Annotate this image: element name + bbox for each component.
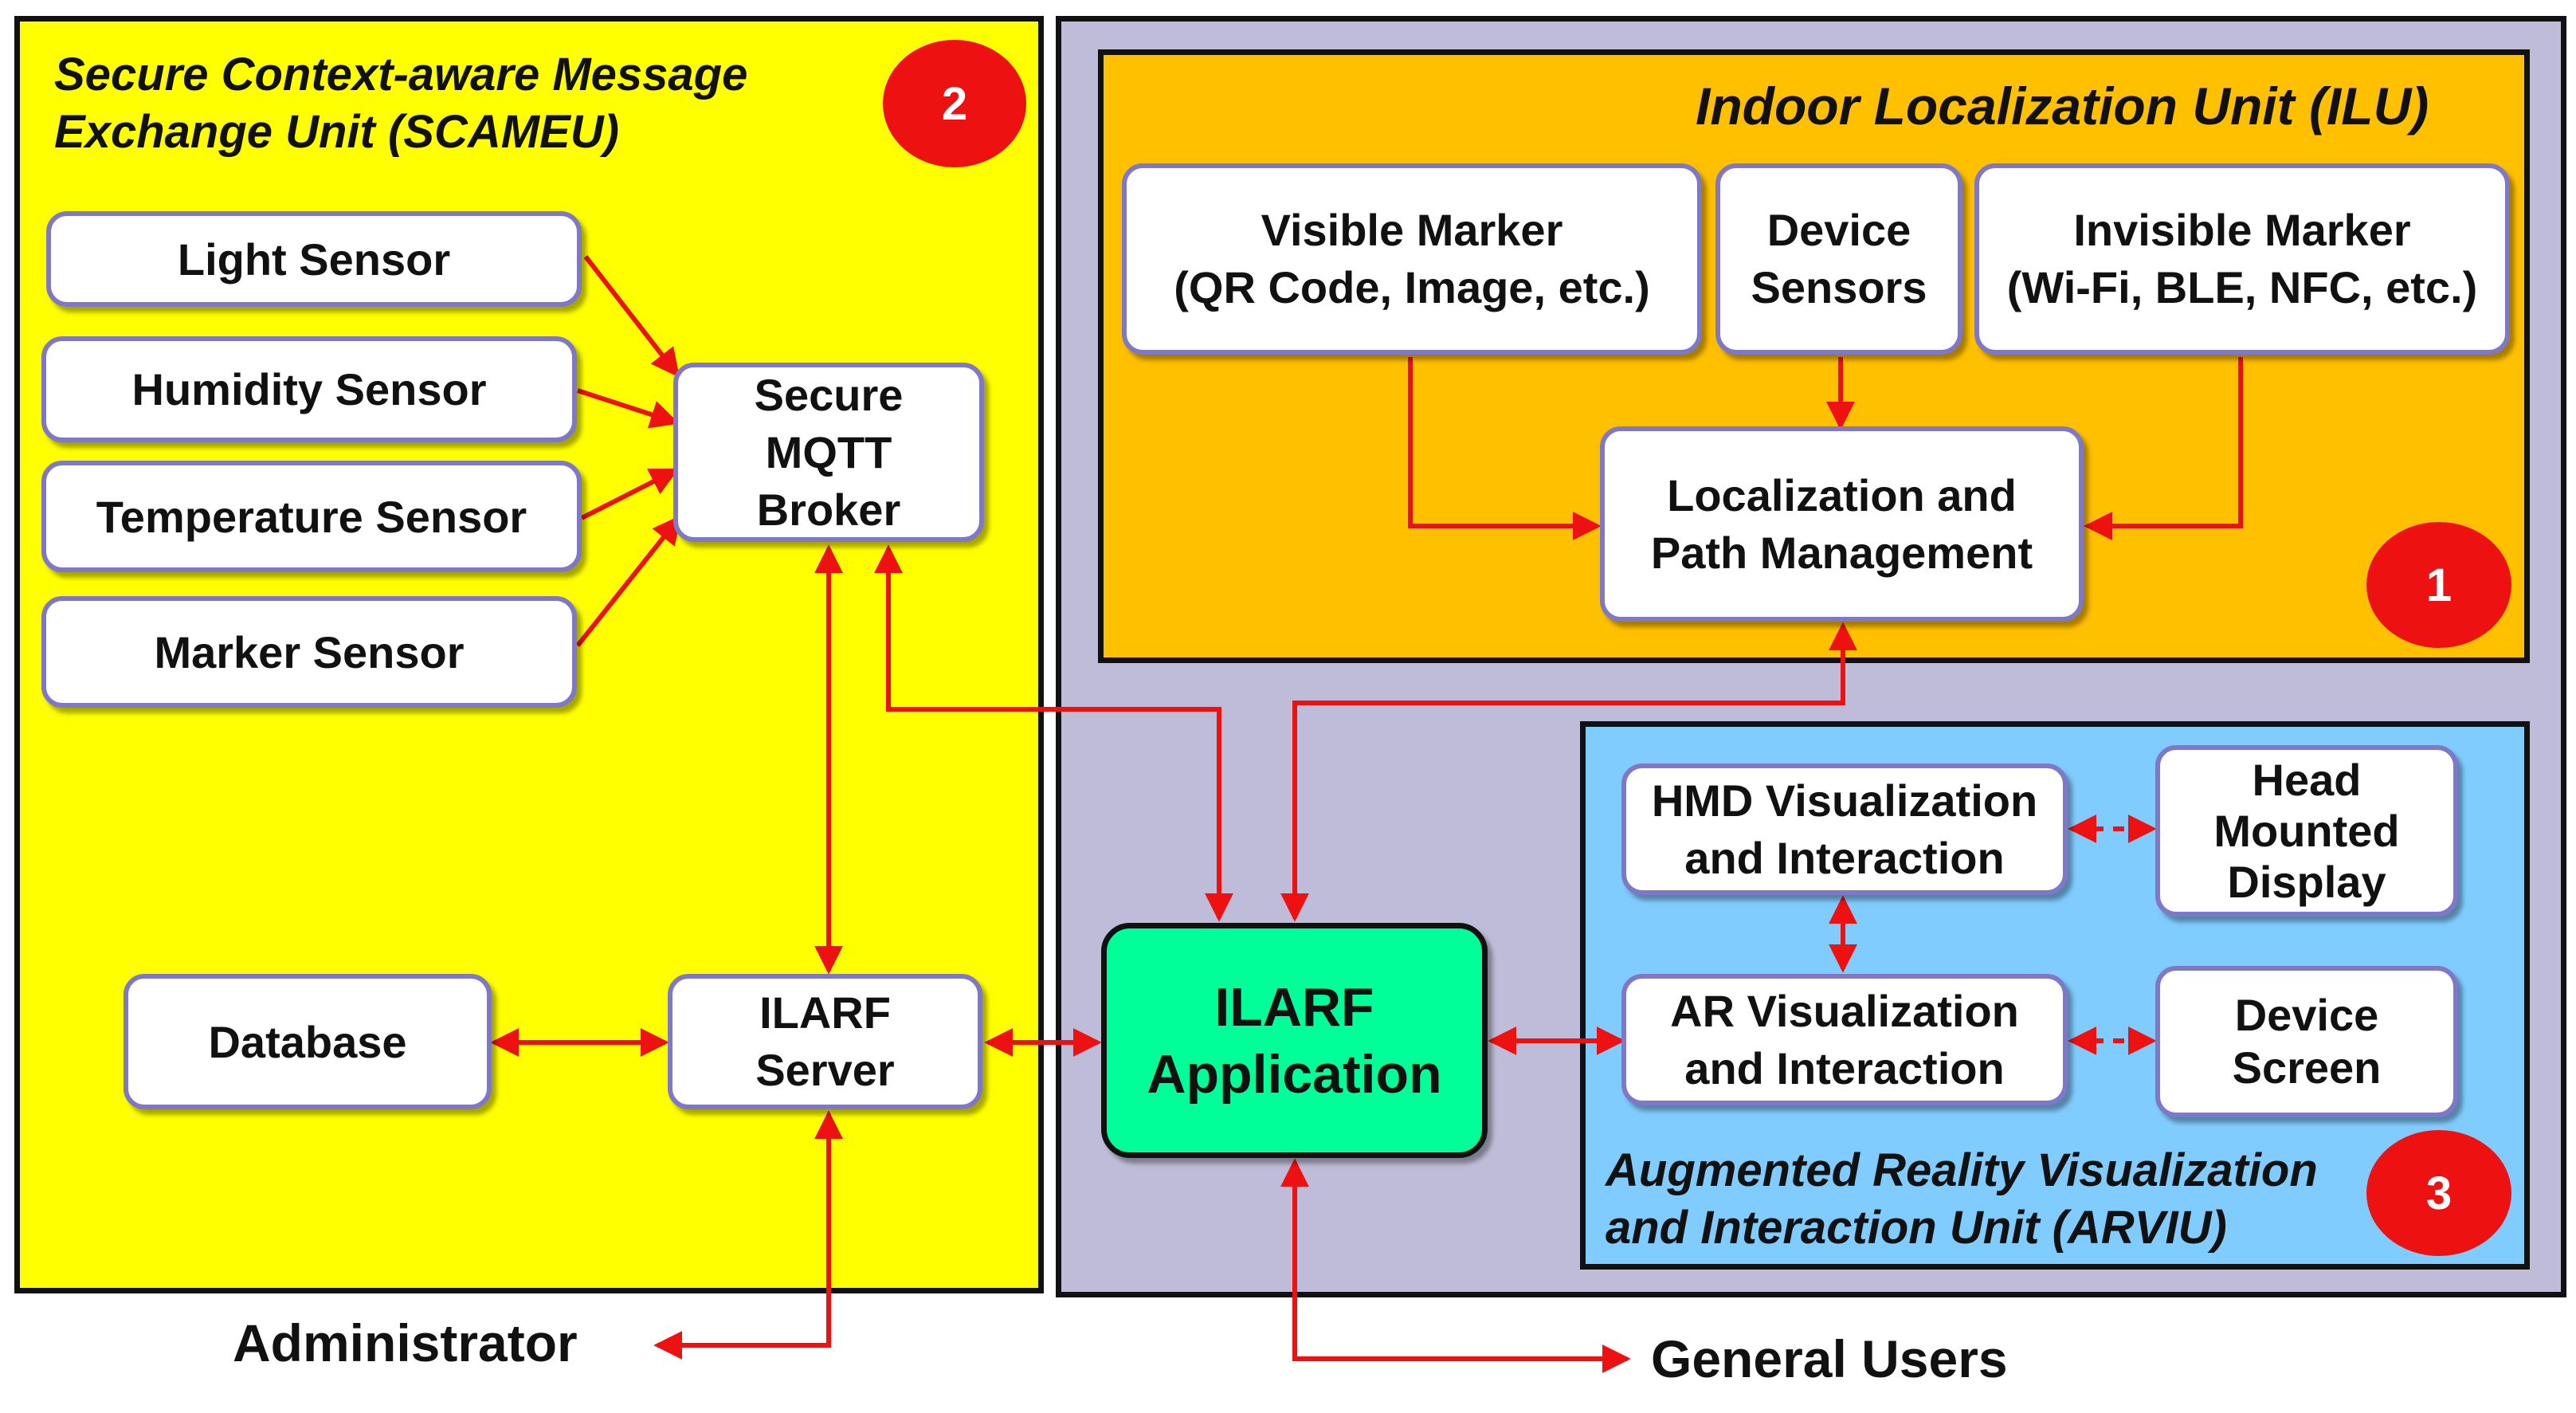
device-sensors-box: Device Sensors (1715, 163, 1962, 355)
ilu-title: Indoor Localization Unit (ILU) (1696, 77, 2429, 135)
database-label: Database (208, 1016, 407, 1067)
device-screen-box: Device Screen (2155, 966, 2458, 1117)
arrow-marker-to-broker (575, 515, 681, 647)
ilarf-server-label: ILARF Server (755, 987, 895, 1095)
arrow-server-administrator (653, 1110, 843, 1360)
ilarf-application-box: ILARF Application (1101, 923, 1488, 1158)
arrow-temperature-to-broker (580, 468, 680, 520)
arrow-application-users (1280, 1158, 1631, 1373)
arrow-light-to-broker (583, 255, 680, 378)
arrow-localization-application (1280, 622, 1857, 922)
ilu-badge: 1 (2366, 522, 2511, 648)
arrow-invisible-to-localization (2084, 357, 2243, 540)
temperature-sensor-label: Temperature Sensor (96, 491, 527, 542)
ar-visualization-label: AR Visualization and Interaction (1670, 985, 2019, 1093)
mqtt-broker-label: Secure MQTT Broker (754, 369, 904, 535)
ilarf-server-box: ILARF Server (668, 974, 982, 1109)
marker-sensor-label: Marker Sensor (154, 626, 465, 677)
arviu-title: Augmented Reality Visualization and Inte… (1606, 1144, 2318, 1254)
arrow-broker-application (874, 544, 1233, 922)
light-sensor-label: Light Sensor (177, 234, 451, 285)
visible-marker-label: Visible Marker (QR Code, Image, etc.) (1174, 205, 1650, 312)
arrow-visible-to-localization (1408, 357, 1602, 540)
hmd-visualization-label: HMD Visualization and Interaction (1651, 775, 2038, 883)
light-sensor-box: Light Sensor (46, 211, 582, 307)
general-users-label: General Users (1651, 1329, 2008, 1388)
invisible-marker-box: Invisible Marker (Wi-Fi, BLE, NFC, etc.) (1974, 163, 2510, 355)
administrator-label: Administrator (233, 1313, 578, 1372)
scameu-badge: 2 (883, 40, 1026, 167)
database-box: Database (124, 974, 492, 1109)
mqtt-broker-box: Secure MQTT Broker (673, 363, 984, 542)
head-mounted-display-label: Head Mounted Display (2213, 754, 2400, 907)
marker-sensor-box: Marker Sensor (41, 596, 577, 708)
arrow-humidity-to-broker (577, 388, 680, 429)
localization-box: Localization and Path Management (1600, 426, 2084, 622)
ilarf-application-label: ILARF Application (1147, 976, 1442, 1105)
arviu-badge: 3 (2366, 1130, 2511, 1256)
humidity-sensor-box: Humidity Sensor (41, 336, 577, 442)
ar-visualization-box: AR Visualization and Interaction (1621, 974, 2068, 1105)
scameu-title: Secure Context-aware Message Exchange Un… (54, 49, 748, 158)
visible-marker-box: Visible Marker (QR Code, Image, etc.) (1122, 163, 1702, 355)
hmd-visualization-box: HMD Visualization and Interaction (1621, 763, 2068, 895)
device-screen-label: Device Screen (2232, 990, 2382, 1093)
device-sensors-label: Device Sensors (1751, 205, 1927, 312)
temperature-sensor-box: Temperature Sensor (41, 461, 582, 572)
invisible-marker-label: Invisible Marker (Wi-Fi, BLE, NFC, etc.) (2006, 205, 2478, 312)
humidity-sensor-label: Humidity Sensor (131, 364, 487, 414)
head-mounted-display-box: Head Mounted Display (2155, 745, 2458, 916)
localization-label: Localization and Path Management (1650, 469, 2033, 578)
